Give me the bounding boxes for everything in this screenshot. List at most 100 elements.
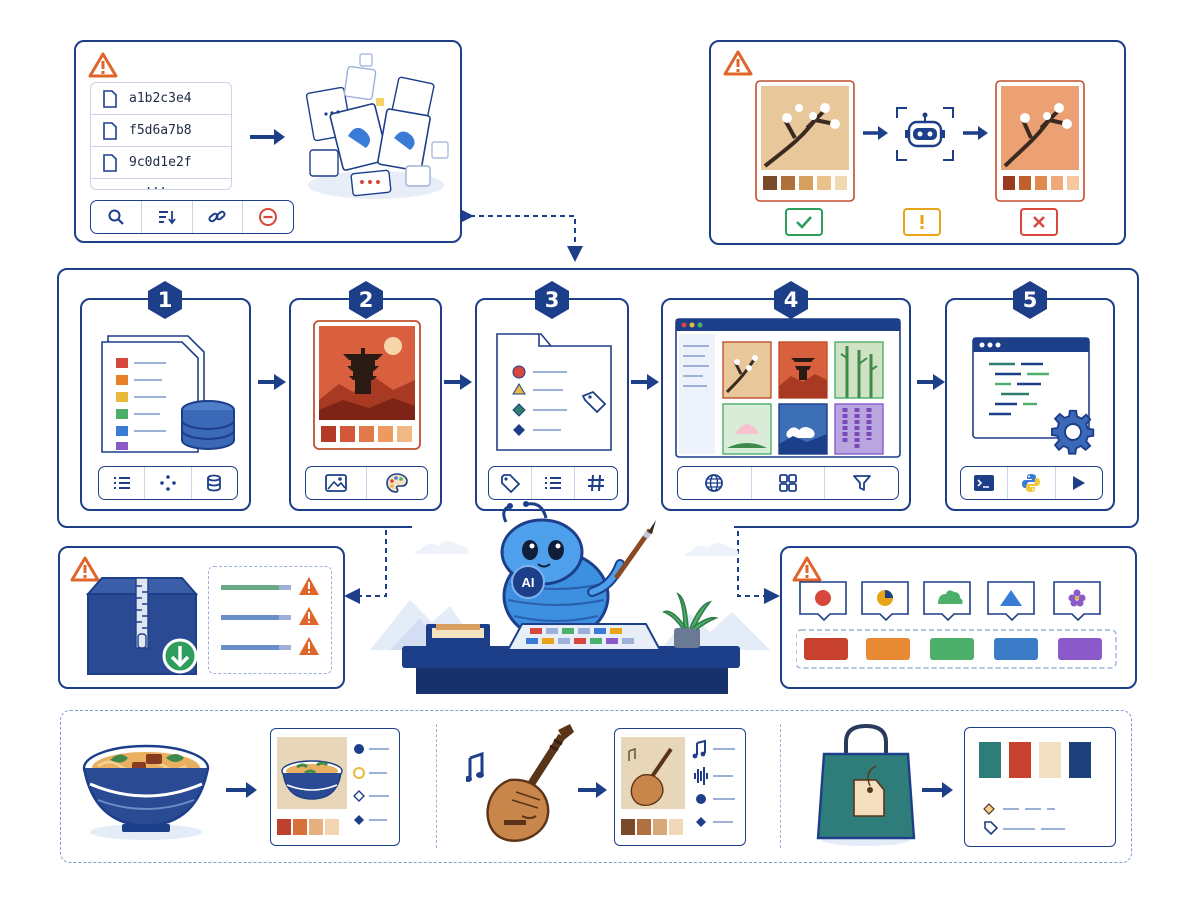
robot-icon	[896, 107, 954, 161]
step-number: 2	[358, 288, 374, 312]
color-category-chips	[796, 581, 1117, 669]
step-number: 3	[544, 288, 560, 312]
hash-panel: a1b2c3e4 f5d6a7b8 9c0d1e2f ...	[74, 40, 462, 243]
python-button[interactable]	[1007, 467, 1054, 499]
original-artwork-card[interactable]	[755, 80, 855, 202]
arrow-right-icon	[922, 782, 953, 798]
mascot-scene	[370, 501, 770, 694]
tag-button[interactable]	[489, 467, 531, 499]
step-1-card[interactable]	[80, 298, 251, 511]
examples-strip	[60, 710, 1132, 863]
scattered-documents-icon	[305, 53, 449, 199]
list-icon	[113, 477, 130, 489]
globe-icon	[705, 474, 724, 492]
step-3-card[interactable]	[475, 298, 629, 511]
hash-toolbar	[90, 200, 294, 234]
altered-artwork-card[interactable]	[995, 80, 1085, 202]
list-item[interactable]: 9c0d1e2f	[91, 147, 231, 179]
grid-button[interactable]	[750, 467, 825, 499]
artwork-palette-icon	[313, 320, 421, 450]
document-icon	[103, 153, 117, 172]
list-button[interactable]	[99, 467, 144, 499]
warning-list	[208, 566, 332, 674]
bag-result-content	[979, 742, 1091, 836]
image-button[interactable]	[306, 467, 366, 499]
step-4-card[interactable]	[661, 298, 911, 511]
step-5-card[interactable]	[945, 298, 1115, 511]
step-3-badge	[535, 281, 569, 319]
arrow-right-icon	[578, 782, 607, 798]
globe-button[interactable]	[678, 467, 751, 499]
pipa-instrument-icon	[466, 724, 574, 842]
fail-badge	[1020, 208, 1058, 236]
pipa-result-content	[621, 737, 735, 835]
sort-icon	[158, 211, 176, 225]
hash-value: 9c0d1e2f	[129, 155, 192, 170]
gallery-window-icon	[675, 318, 901, 458]
step-3-toolbar	[488, 466, 618, 500]
hash-button[interactable]	[574, 467, 617, 499]
link-icon	[208, 210, 226, 223]
archive-panel	[58, 546, 345, 689]
mascot-ai-badge: AI	[521, 574, 535, 590]
filter-icon	[852, 475, 871, 491]
filter-button[interactable]	[824, 467, 898, 499]
noodle-result-card[interactable]	[270, 728, 400, 846]
terminal-button[interactable]	[961, 467, 1007, 499]
remove-button[interactable]	[242, 201, 293, 233]
step-5-badge	[1013, 281, 1047, 319]
step-number: 1	[157, 288, 173, 312]
cross-icon	[1033, 216, 1045, 228]
list-item[interactable]: f5d6a7b8	[91, 115, 231, 147]
color-category-panel	[780, 546, 1137, 689]
zip-archive-icon	[85, 577, 199, 675]
arrow-right-icon	[963, 126, 988, 140]
image-check-panel	[709, 40, 1126, 245]
step-4-toolbar	[677, 466, 899, 500]
exclamation-icon	[920, 215, 924, 229]
play-button[interactable]	[1054, 467, 1102, 499]
scatter-icon	[160, 475, 176, 491]
search-button[interactable]	[91, 201, 141, 233]
step-number: 5	[1022, 288, 1038, 312]
tagged-folder-icon	[496, 333, 612, 451]
step-1-badge	[148, 281, 182, 319]
step-5-toolbar	[960, 466, 1103, 500]
terminal-icon	[974, 475, 995, 491]
shopping-bag-icon	[816, 723, 916, 846]
arrow-right-icon	[863, 126, 888, 140]
database-button[interactable]	[190, 467, 237, 499]
hash-icon	[588, 474, 604, 492]
noodle-result-content	[277, 737, 389, 835]
warning-list-rows	[221, 577, 319, 655]
step-4-badge	[774, 281, 808, 319]
document-icon	[103, 121, 117, 140]
list-item[interactable]: a1b2c3e4	[91, 83, 231, 115]
step-number: 4	[783, 288, 799, 312]
step-2-toolbar	[305, 466, 428, 500]
noodle-bowl-icon	[82, 744, 210, 840]
bag-result-card[interactable]	[964, 727, 1116, 847]
link-button[interactable]	[191, 201, 243, 233]
list-button[interactable]	[531, 467, 574, 499]
scatter-button[interactable]	[144, 467, 190, 499]
hash-value: f5d6a7b8	[129, 123, 192, 138]
pass-badge	[785, 208, 823, 236]
step-1-toolbar	[98, 466, 238, 500]
document-database-icon	[101, 335, 235, 453]
palette-button[interactable]	[366, 467, 427, 499]
step-2-card[interactable]	[289, 298, 442, 511]
tag-icon	[501, 474, 520, 493]
grid-icon	[779, 474, 797, 492]
list-icon	[545, 477, 561, 489]
remove-icon	[259, 208, 278, 226]
warning-icon	[70, 556, 100, 582]
search-icon	[108, 209, 124, 225]
pipa-result-card[interactable]	[614, 728, 746, 846]
sort-button[interactable]	[140, 201, 192, 233]
warning-icon	[88, 52, 118, 78]
code-window-gear-icon	[972, 337, 1095, 455]
arrow-right-icon	[250, 129, 285, 145]
